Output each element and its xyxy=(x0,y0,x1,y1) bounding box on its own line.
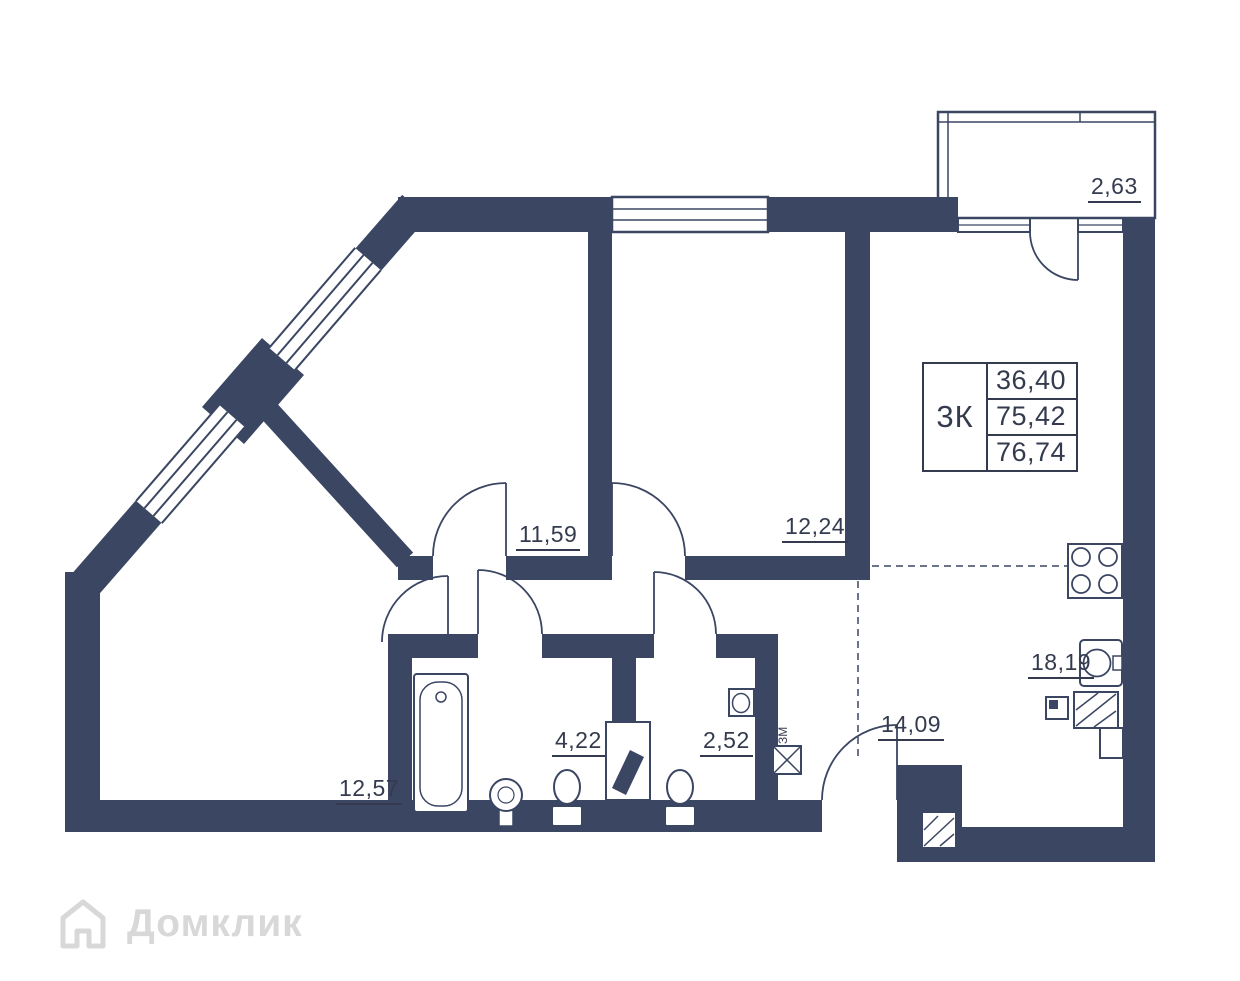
legend-total-area: 76,74 xyxy=(996,437,1067,467)
door-bathroom xyxy=(477,569,543,635)
room-area-wc: 2,52 xyxy=(700,727,753,758)
room-area-hall: 14,09 xyxy=(878,711,945,742)
sanitary-shaft xyxy=(605,721,651,801)
room-area-bedroom-middle: 12,24 xyxy=(782,513,849,544)
kitchen-vent-shaft-hatched xyxy=(1073,691,1119,729)
watermark: Домклик xyxy=(55,896,303,952)
door-room-bottom-left xyxy=(381,575,449,643)
balcony-glazing xyxy=(936,110,1157,220)
vent-label: ЗМ xyxy=(776,727,790,744)
diagonal-windows xyxy=(135,247,382,524)
doors xyxy=(381,231,1079,801)
room-area-room-bottom-left: 12,57 xyxy=(336,775,403,806)
door-entry xyxy=(821,724,898,801)
kitchen-wall-niche xyxy=(1099,727,1124,759)
wc-toilet xyxy=(664,769,696,827)
legend-values: 36,40 75,42 76,74 xyxy=(988,364,1077,470)
domclick-logo-icon xyxy=(60,899,106,949)
legend-room-type: 3К xyxy=(924,364,988,470)
door-bedroom-left xyxy=(432,482,507,557)
legend-usable-area: 75,42 xyxy=(988,400,1077,436)
bathroom-sink xyxy=(489,778,523,827)
watermark-text: Домклик xyxy=(127,902,303,945)
fixtures xyxy=(413,543,1124,849)
door-balcony xyxy=(1029,231,1079,281)
kitchen-zone-boundary xyxy=(857,565,1122,756)
bathroom-toilet xyxy=(551,769,583,827)
kitchen-vent-box xyxy=(1045,696,1069,720)
room-area-bathroom: 4,22 xyxy=(552,727,605,758)
hall-vent-box xyxy=(772,745,802,775)
door-bedroom-middle xyxy=(611,482,686,557)
area-legend: 3К 36,40 75,42 76,74 xyxy=(922,362,1079,472)
stove xyxy=(1067,543,1123,599)
entry-vent-shaft xyxy=(921,811,957,849)
wc-sink xyxy=(728,688,755,717)
room-area-bedroom-left: 11,59 xyxy=(516,521,581,552)
door-wc xyxy=(653,571,717,635)
bathtub xyxy=(413,673,469,813)
room-area-balcony: 2,63 xyxy=(1088,173,1141,204)
kitchen-sink xyxy=(1079,639,1123,687)
legend-living-area: 36,40 xyxy=(988,364,1077,400)
room-area-kitchen-living: 18,19 xyxy=(1028,649,1095,680)
